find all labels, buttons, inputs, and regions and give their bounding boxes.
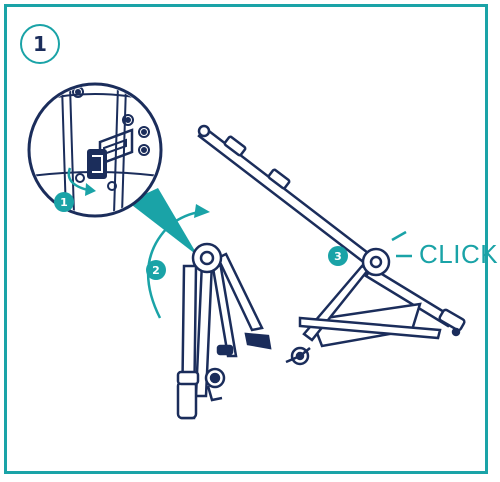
click-label: CLICK bbox=[419, 239, 498, 270]
step-number-badge: 1 bbox=[20, 24, 60, 64]
magnified-detail bbox=[29, 84, 161, 216]
callout-badge-1: 1 bbox=[54, 192, 74, 212]
callout-badge-3: 3 bbox=[328, 246, 348, 266]
click-indicator bbox=[392, 232, 412, 256]
folded-legs bbox=[178, 244, 270, 418]
callout-badge-2: 2 bbox=[146, 260, 166, 280]
frame-pole bbox=[199, 126, 372, 264]
